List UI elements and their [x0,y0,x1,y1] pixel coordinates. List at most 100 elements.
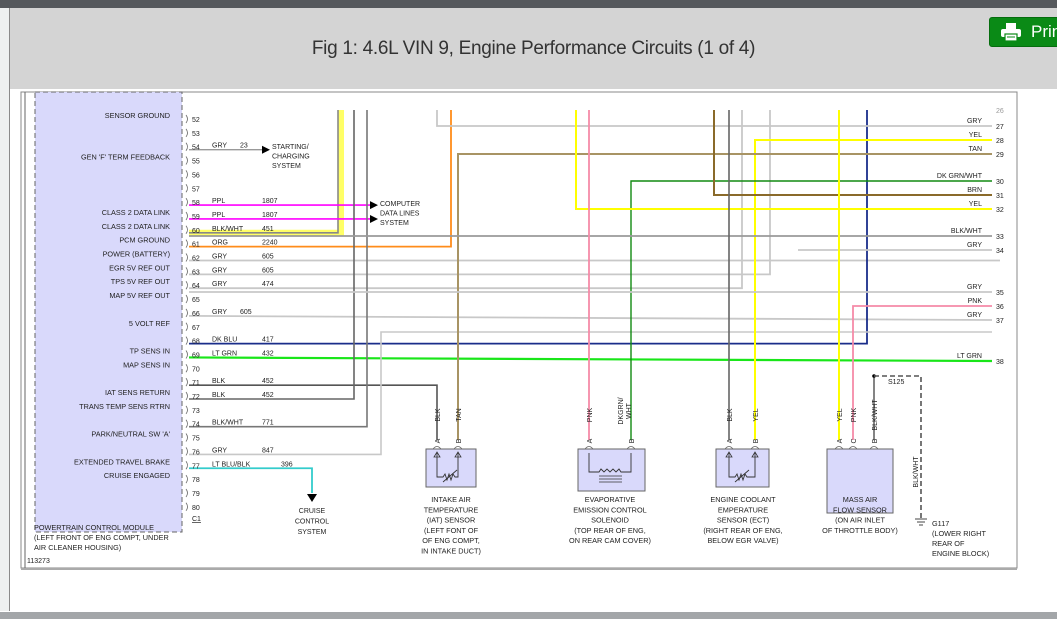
dest-cruise-control: CONTROL [295,519,329,526]
dest-computer-data: SYSTEM [380,220,409,227]
pin-function-label: GEN 'F' TERM FEEDBACK [81,153,170,162]
pin-bracket [185,433,188,442]
pin-bracket [185,377,188,387]
pin-arrow-icon [751,451,759,458]
pin-function-label: CRUISE ENGAGED [104,471,170,480]
pin-number: 63 [192,269,200,276]
pin-circuit: 2240 [262,240,278,247]
pin-bracket [185,322,188,331]
pin-function-label: CLASS 2 DATA LINK [102,222,170,231]
sensor-wire-color: BLK [727,408,734,422]
pin-circuit: 452 [262,392,274,399]
right-wire-color: BLK/WHT [951,228,983,235]
pin-bracket [185,419,188,428]
right-pin-number: 27 [996,124,1004,131]
right-pin-number: 36 [996,304,1004,311]
pin-number: 69 [192,352,200,359]
pin-wire-color: GRY [212,267,227,274]
figure-id: 113273 [27,558,50,565]
pin-circuit: 452 [262,378,274,385]
sensor-evap-label: EMISSION CONTROL [573,505,646,514]
sensor-pin-letter: A [727,438,734,443]
arrow-computer-data [370,214,378,223]
sensor-wire-color: BLK/WHT [872,399,879,431]
wire-gry-605-c [188,315,993,321]
connector-cavity [834,446,844,450]
wire-dkgrnwht-30 [630,180,992,440]
dest-starting-charging: SYSTEM [272,163,301,170]
connector-cavity [584,446,594,450]
wire-org-2240 [189,110,452,248]
pin-function-label: MAP SENS IN [123,360,170,369]
sensor-iat-label: TEMPERATURE [424,505,479,514]
sensor-maf-label: MASS AIR [843,495,877,504]
pin-bracket [185,239,188,248]
wire-dkblu-417 [189,110,868,345]
pin-number: 55 [192,159,200,166]
sensor-evap-label: (TOP REAR OF ENG, [574,526,646,535]
pin-number: 72 [192,394,200,401]
sensor-evap-label: SOLENOID [591,516,629,525]
right-wire-color: PNK [968,298,983,305]
pin-circuit: 417 [262,337,274,344]
pin-bracket [185,142,188,151]
pin-circuit: 605 [262,254,274,261]
wire-gry-474 [189,110,743,290]
pin-function-label: SENSOR GROUND [105,111,170,120]
sensor-iat-label: (IAT) SENSOR [427,516,476,525]
wire-blk-452-iat [189,384,438,440]
pin-circuit: 396 [281,461,293,468]
pin-number: 73 [192,408,200,415]
pin-bracket [185,405,188,415]
right-wire-color: GRY [967,312,982,319]
ground-name: G117 [932,519,949,528]
pin-wire-color: GRY [212,309,227,316]
pin-function-label: IAT SENS RETURN [105,388,170,397]
right-pin-number: 30 [996,179,1004,186]
pin-bracket [185,184,188,193]
sensor-pin-letter: A [435,438,442,443]
sensor-pin-letter: B [872,438,879,443]
solenoid-coil-icon [588,453,632,473]
sensor-iat-label: IN INTAKE DUCT) [421,547,481,556]
pin-number: 78 [192,477,200,484]
sensor-pin-letter: A [587,438,594,443]
dest-computer-data: DATA LINES [380,211,420,218]
wire-gry-27 [436,110,992,127]
connector-cavity [724,446,734,450]
pin-wire-color: GRY [212,254,227,261]
sensor-maf-label: FLOW SENSOR [833,505,887,514]
pin-bracket [185,502,188,512]
pin-number: 80 [192,505,200,512]
wire-yel-28 [754,139,992,440]
wire-blk-452-up [189,110,355,400]
pcm-name: POWERTRAIN CONTROL MODULE [34,523,154,532]
pin-function-label: 5 VOLT REF [129,319,171,328]
sensor-iat-label: INTAKE AIR [431,495,471,504]
bottom-bar [0,612,1057,619]
pin-number: 66 [192,311,200,318]
pin-bracket [185,350,188,359]
ground-location: ENGINE BLOCK) [932,549,989,558]
sensor-ect-box [715,448,770,488]
pin-circuit: 474 [262,281,274,288]
sensor-ect-label: SENSOR (ECT) [717,516,769,525]
sensor-iat-label: OF ENG COMPT, [422,536,480,545]
printer-icon [1001,23,1021,42]
print-button[interactable]: Print [989,17,1057,47]
thermistor-arrow-icon [734,469,750,483]
pin-number: 75 [192,436,200,443]
pin-number: 70 [192,366,200,373]
right-pin-number: 26 [996,108,1004,115]
pin-bracket [185,474,188,484]
dest-starting-charging: CHARGING [272,154,310,161]
pin-number: 59 [192,214,200,221]
wire-pnk-36 [852,305,992,440]
pin-bracket [185,156,188,165]
pin-number: 54 [192,145,200,152]
print-label: Print [1031,22,1057,41]
pin-bracket [185,447,188,456]
right-wire-color: YEL [969,201,982,208]
pin-bracket [185,211,188,221]
